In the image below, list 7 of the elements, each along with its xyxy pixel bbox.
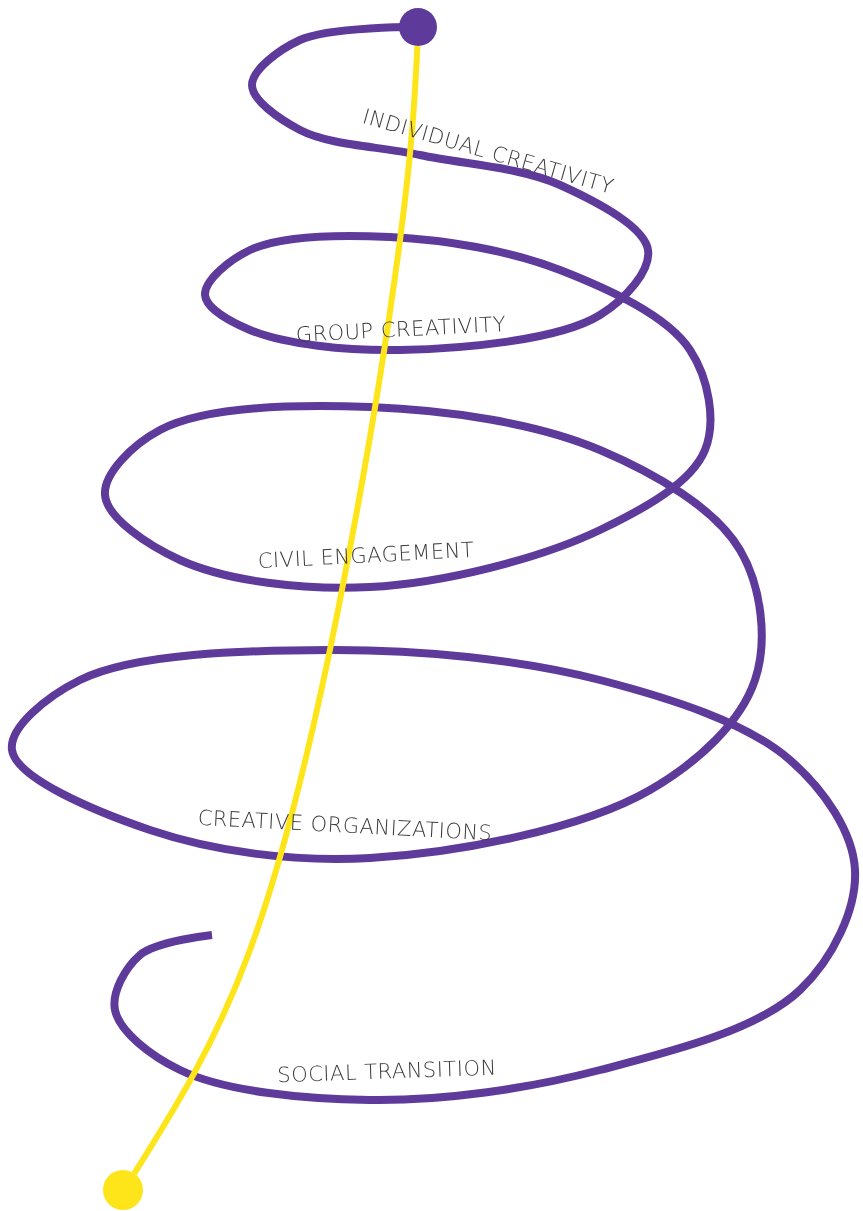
dot-circle — [103, 1170, 143, 1210]
spiral-label: CREATIVE ORGANIZATIONS — [197, 807, 493, 845]
dot-circle — [399, 8, 437, 46]
spiral-label: CIVIL ENGAGEMENT — [257, 539, 475, 573]
spiral-label: GROUP CREATIVITY — [295, 314, 507, 346]
connector-line — [131, 45, 421, 1176]
spiral-label: SOCIAL TRANSITION — [277, 1057, 497, 1087]
